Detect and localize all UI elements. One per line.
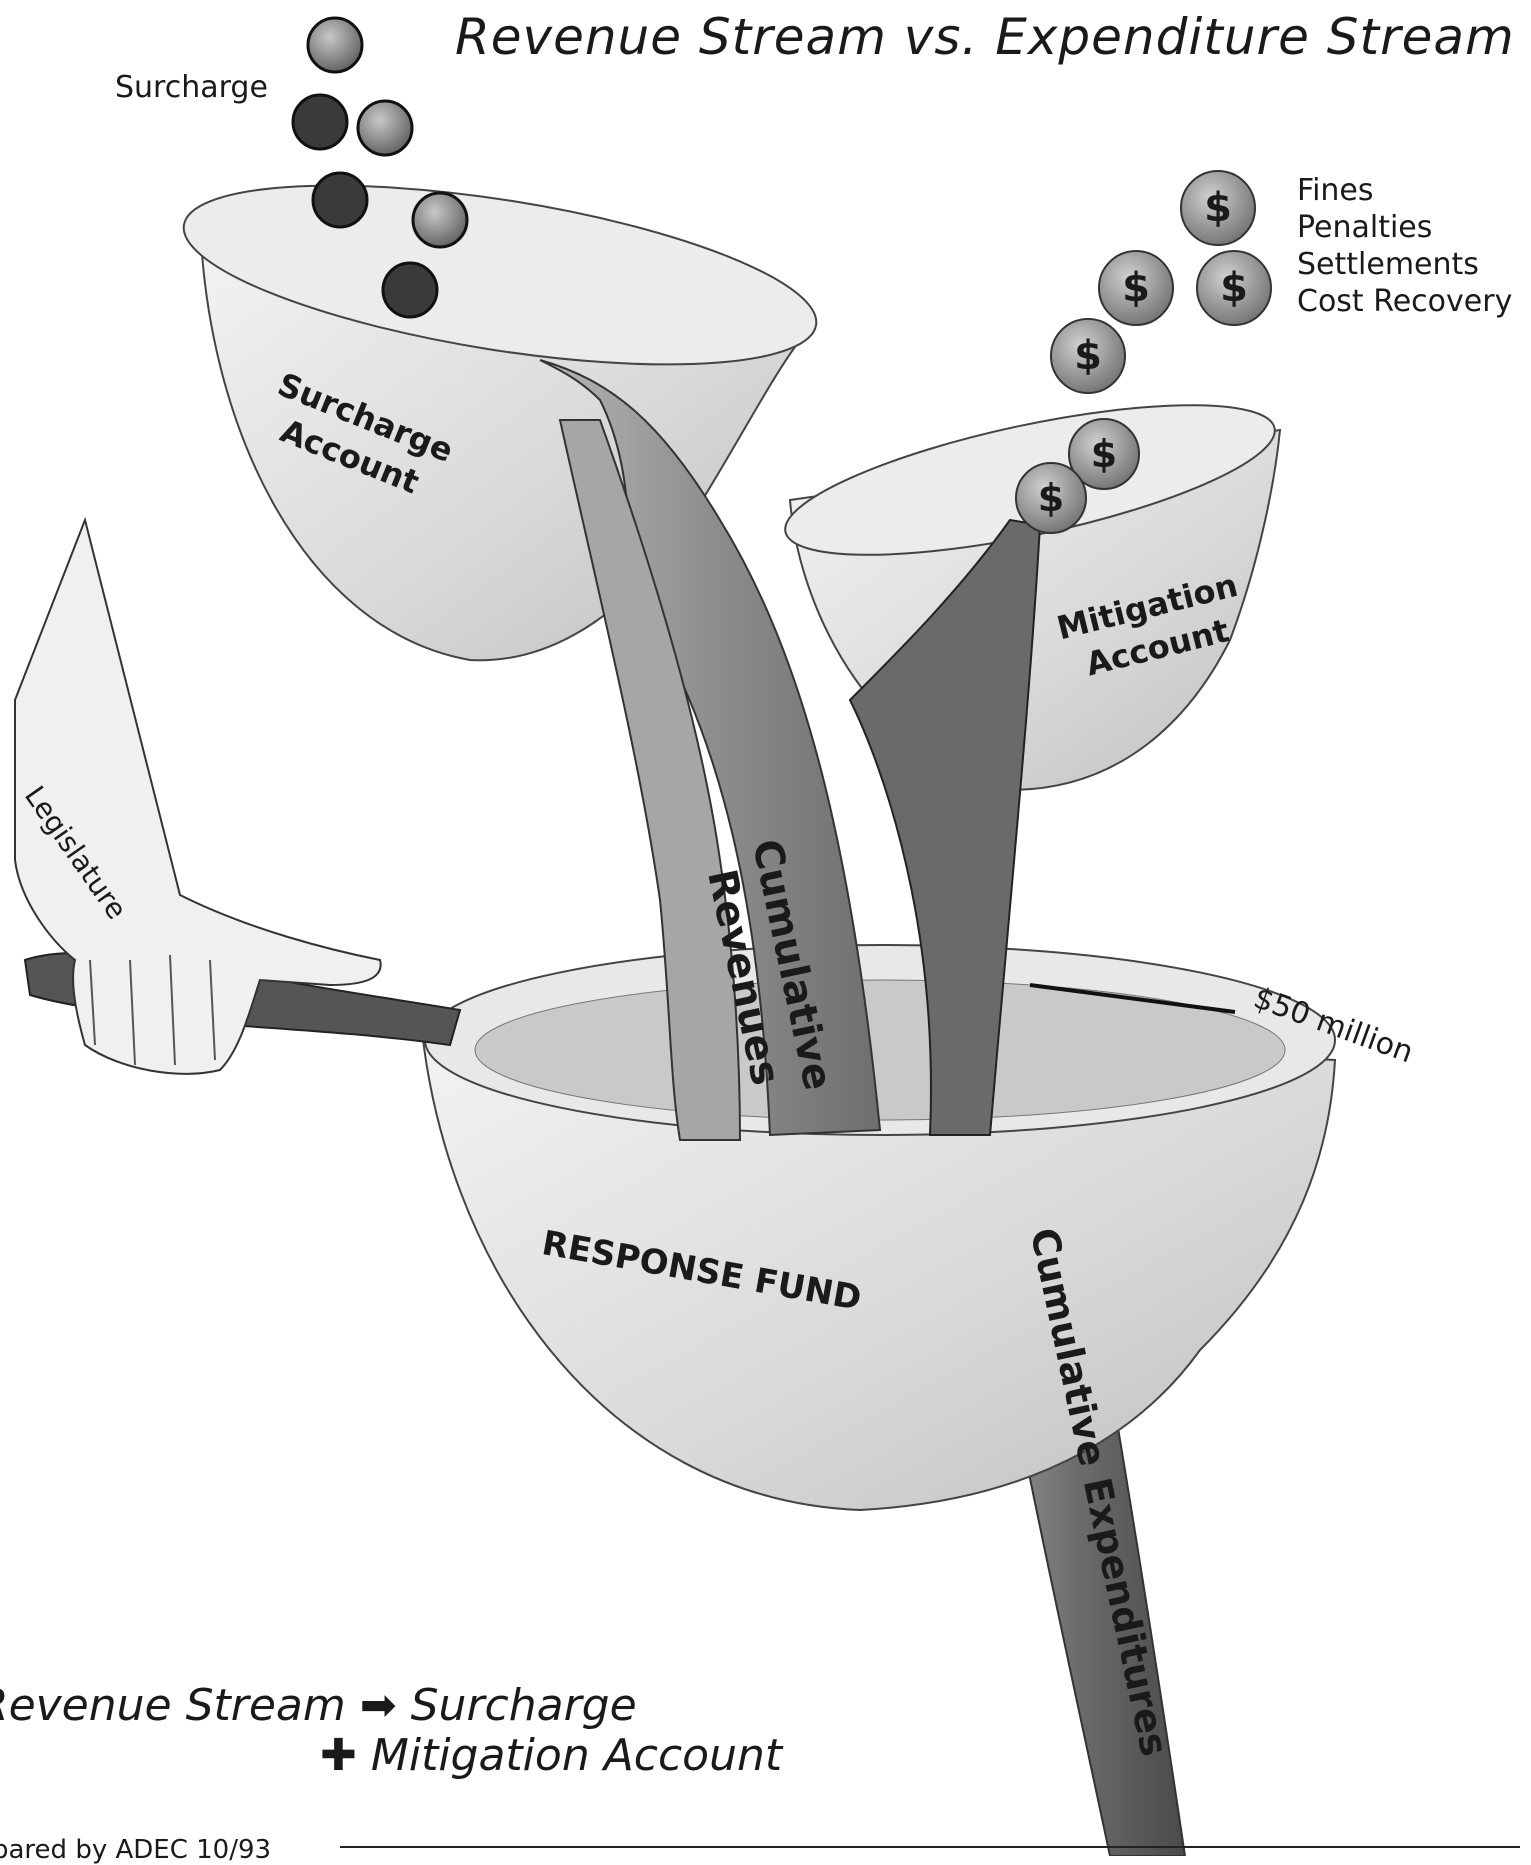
legend-line-1: Revenue Stream ➡ Surcharge bbox=[0, 1680, 637, 1731]
revenue-source: Penalties bbox=[1297, 209, 1512, 246]
dollar-coin-icon: $ bbox=[1196, 250, 1272, 326]
legend-revenue-stream: Revenue Stream bbox=[0, 1680, 346, 1731]
legend-mitigation-account: Mitigation Account bbox=[371, 1730, 782, 1781]
revenue-source: Fines bbox=[1297, 172, 1512, 209]
dollar-coin-icon: $ bbox=[1015, 462, 1087, 534]
legend-line-2: ✚ Mitigation Account bbox=[320, 1730, 782, 1781]
revenue-source: Settlements bbox=[1297, 246, 1512, 283]
footer-rule bbox=[340, 1846, 1520, 1848]
revenue-source: Cost Recovery bbox=[1297, 283, 1512, 320]
surcharge-coins-label: Surcharge bbox=[115, 70, 268, 105]
arrow-icon: ➡ bbox=[360, 1680, 397, 1731]
legend-surcharge: Surcharge bbox=[411, 1680, 637, 1731]
footer-credit: pared by ADEC 10/93 bbox=[0, 1835, 271, 1865]
dollar-coin-icon: $ bbox=[1098, 250, 1174, 326]
dollar-coin-icon: $ bbox=[1180, 170, 1256, 246]
plus-icon: ✚ bbox=[320, 1730, 357, 1781]
diagram-title: Revenue Stream vs. Expenditure Stream bbox=[455, 8, 1515, 66]
dollar-coin-icon: $ bbox=[1050, 318, 1126, 394]
revenue-sources-list: Fines Penalties Settlements Cost Recover… bbox=[1297, 172, 1512, 320]
